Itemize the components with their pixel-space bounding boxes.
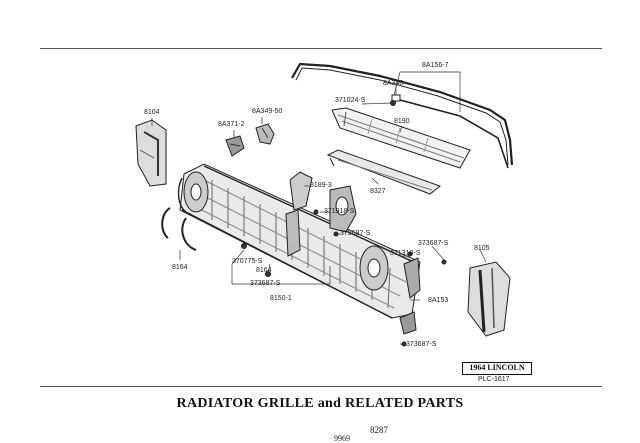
support-bracket-8A153 bbox=[399, 257, 421, 347]
label-8104: 8104 bbox=[144, 109, 160, 116]
label-8164-left: 8164 bbox=[172, 264, 188, 271]
label-371024-S: 371024-S bbox=[335, 97, 366, 104]
side-bracket-8164-left bbox=[161, 207, 197, 251]
bracket-8A349-50 bbox=[255, 123, 275, 145]
molding-upper-bar bbox=[291, 62, 514, 169]
label-370775-S: 370775-S bbox=[232, 258, 263, 265]
label-8190: 8190 bbox=[394, 118, 410, 125]
label-8A349-50: 8A349-50 bbox=[252, 108, 283, 115]
label-8150-1: 8150-1 bbox=[270, 295, 292, 302]
plate-code: PLC-1617 bbox=[478, 376, 510, 383]
screw-370775 bbox=[241, 243, 247, 249]
label-8327: 8327 bbox=[370, 188, 386, 195]
label-8A153: 8A153 bbox=[428, 297, 449, 304]
right-end-piece-8105 bbox=[467, 261, 511, 337]
label-373687-S-d: 373687-S bbox=[406, 341, 437, 348]
label-8164-mid: 8164 bbox=[256, 267, 272, 274]
label-8105: 8105 bbox=[474, 245, 490, 252]
housing-piece-8189-3 bbox=[289, 171, 357, 233]
screw-373687-b bbox=[441, 259, 447, 265]
partial-page-number: 9969 bbox=[334, 434, 350, 443]
upper-grille-panel-8190 bbox=[331, 107, 471, 169]
label-373687-S-c: 373687-S bbox=[250, 280, 281, 287]
label-373687-S-a: 373687-S bbox=[340, 230, 371, 237]
label-373687-S-b: 373687-S bbox=[418, 240, 449, 247]
label-8189-3: 8189-3 bbox=[310, 182, 332, 189]
model-year-badge: 1964 LINCOLN bbox=[462, 362, 532, 375]
screw-371918 bbox=[313, 209, 319, 215]
diagram-title: RADIATOR GRILLE and RELATED PARTS bbox=[176, 396, 464, 411]
bracket-8A371-2 bbox=[225, 135, 245, 157]
page-number: 8287 bbox=[370, 425, 388, 435]
lower-trim-strip-8327 bbox=[326, 149, 442, 195]
label-8A371-2: 8A371-2 bbox=[218, 121, 245, 128]
leader-lines bbox=[151, 71, 487, 345]
top-rule bbox=[40, 48, 602, 49]
label-371318-S: 371318-S bbox=[390, 250, 421, 257]
label-371918-S: 371918-S bbox=[324, 208, 355, 215]
label-8A156-7: 8A156-7 bbox=[422, 62, 449, 69]
left-end-piece-8104 bbox=[135, 119, 167, 187]
label-8A340: 8A340 bbox=[383, 80, 404, 87]
bottom-rule bbox=[40, 386, 602, 387]
